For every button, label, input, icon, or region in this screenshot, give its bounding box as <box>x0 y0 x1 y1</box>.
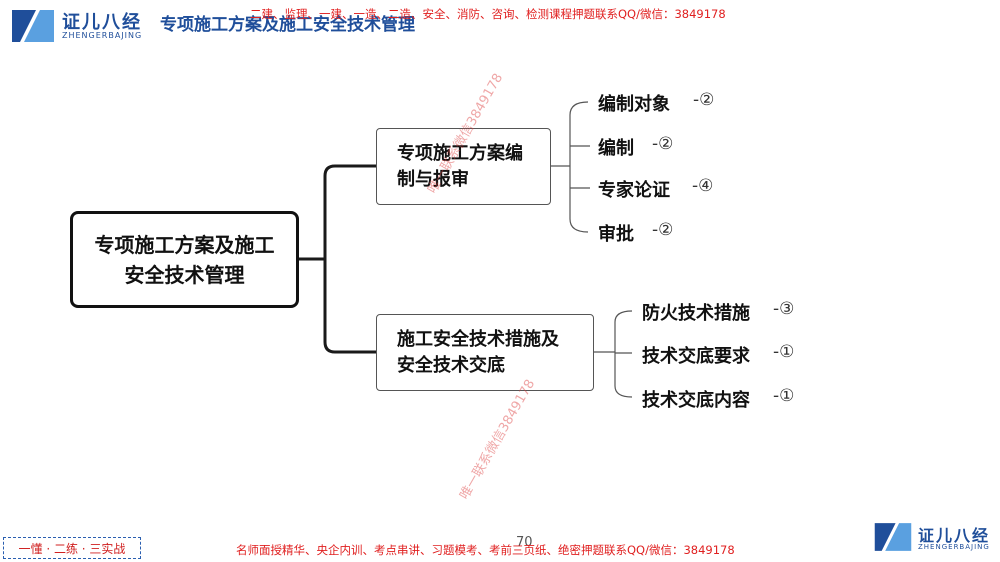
leaf-marker: -① <box>773 342 795 362</box>
leaf-marker: -④ <box>692 176 714 196</box>
leaf-label: 防火技术措施 <box>642 303 750 324</box>
leaf-label: 专家论证 <box>598 180 670 201</box>
branch-node-plan: 专项施工方案编制与报审 <box>376 128 551 205</box>
logo-icon <box>12 10 54 42</box>
logo-subtext: ZHENGERBAJING <box>918 543 990 551</box>
leaf-label: 技术交底要求 <box>642 346 750 367</box>
logo-icon <box>874 523 912 551</box>
page-title: 专项施工方案及施工安全技术管理 <box>160 15 415 35</box>
logo-text: 证儿八经 <box>62 12 142 33</box>
leaf-label: 审批 <box>598 224 634 245</box>
footer-slogan: 一懂 · 二练 · 三实战 <box>3 537 141 559</box>
leaf-marker: -① <box>773 386 795 406</box>
leaf-marker: -② <box>693 90 715 110</box>
header-promo: 二建、监理、一建、一造、二造、安全、消防、咨询、检测课程押题联系QQ/微信：38… <box>250 7 726 21</box>
leaf-marker: -② <box>652 134 674 154</box>
leaf-marker: -③ <box>773 299 795 319</box>
leaf-marker: -② <box>652 220 674 240</box>
branch-node-safety: 施工安全技术措施及安全技术交底 <box>376 314 594 391</box>
logo-subtext: ZHENGERBAJING <box>62 31 143 40</box>
logo-text: 证儿八经 <box>918 526 991 545</box>
page-number: 70 <box>516 535 533 550</box>
root-node: 专项施工方案及施工安全技术管理 <box>70 211 299 308</box>
leaf-label: 编制 <box>598 138 634 159</box>
footer-promo: 名师面授精华、央企内训、考点串讲、习题模考、考前三页纸、绝密押题联系QQ/微信：… <box>236 543 735 557</box>
leaf-label: 技术交底内容 <box>642 390 750 411</box>
leaf-label: 编制对象 <box>598 94 670 115</box>
